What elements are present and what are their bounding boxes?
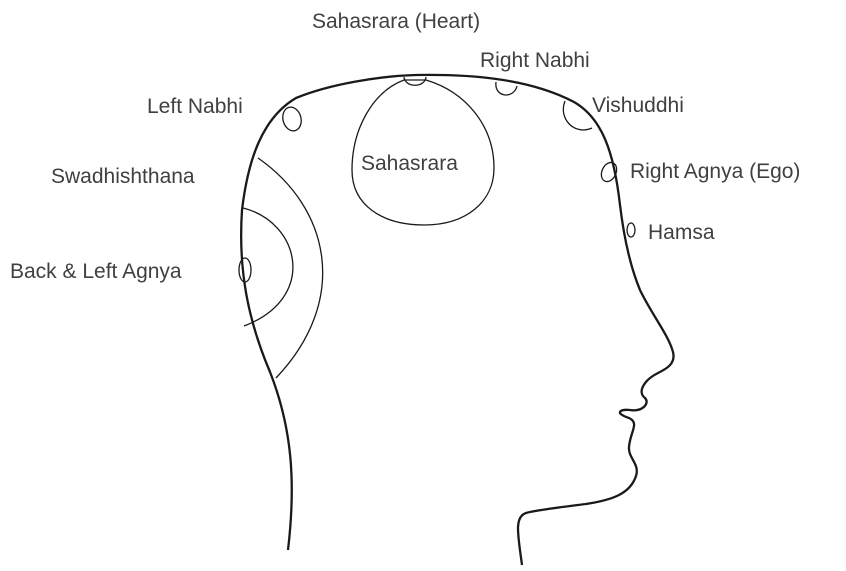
hamsa-marker bbox=[627, 223, 635, 237]
label-left-nabhi: Left Nabhi bbox=[147, 96, 243, 117]
label-hamsa: Hamsa bbox=[648, 222, 715, 243]
label-right-agnya-ego: Right Agnya (Ego) bbox=[630, 161, 800, 182]
label-back-left-agnya: Back & Left Agnya bbox=[10, 261, 182, 282]
label-sahasrara-heart: Sahasrara (Heart) bbox=[312, 11, 480, 32]
sahasrara-heart-marker bbox=[404, 77, 426, 85]
label-sahasrara: Sahasrara bbox=[361, 153, 458, 174]
label-vishuddhi: Vishuddhi bbox=[592, 95, 684, 116]
right-nabhi-marker bbox=[496, 82, 517, 95]
head-profile-outline bbox=[241, 75, 673, 565]
swadhishthana-arc bbox=[258, 158, 323, 378]
left-nabhi-marker bbox=[280, 105, 304, 133]
label-right-nabhi: Right Nabhi bbox=[480, 50, 590, 71]
label-swadhishthana: Swadhishthana bbox=[51, 166, 195, 187]
